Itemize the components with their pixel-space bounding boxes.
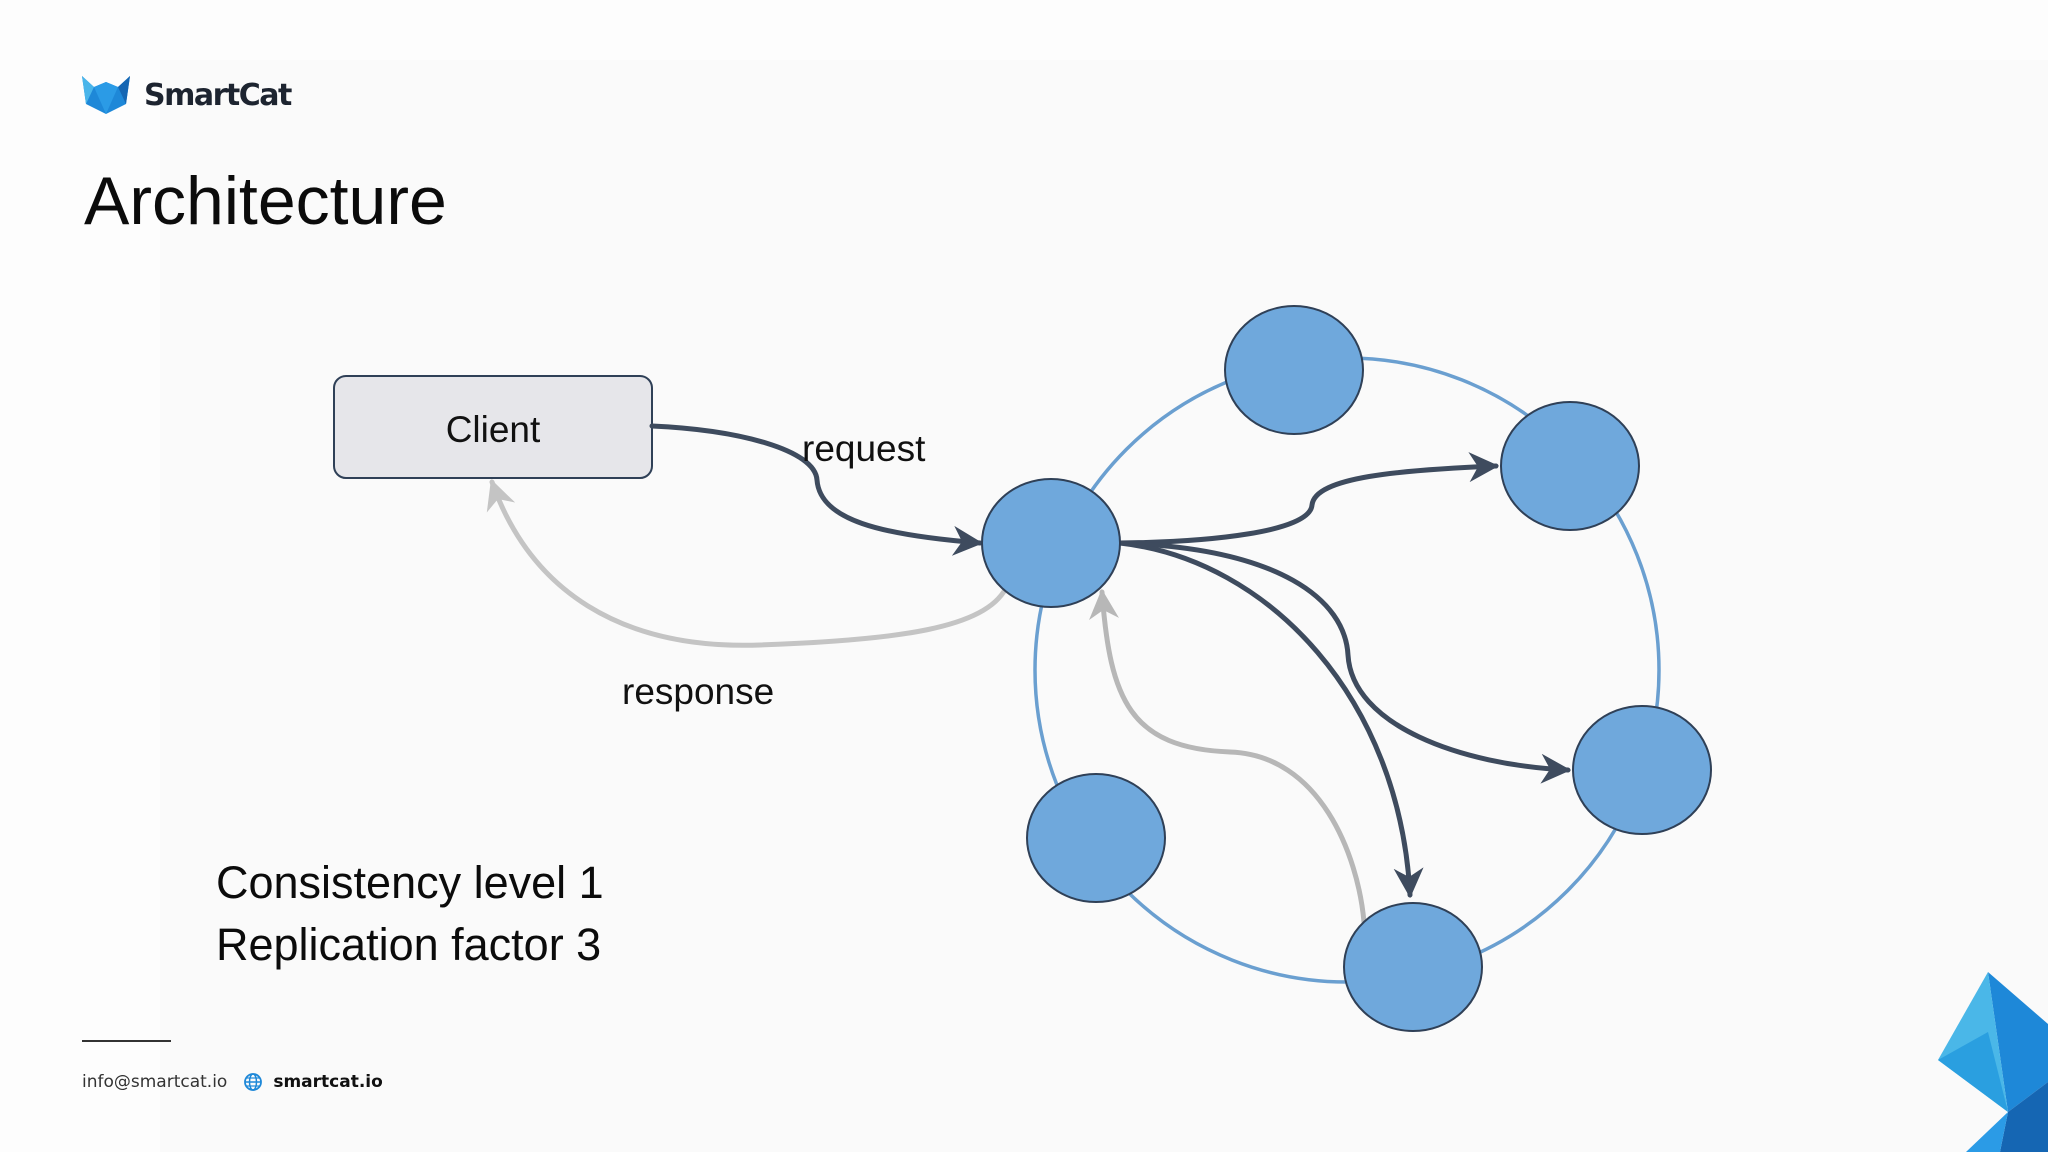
footer-website[interactable]: smartcat.io <box>273 1072 383 1092</box>
replica-ack-arrow <box>1089 589 1367 925</box>
replication-arrow-3 <box>1117 540 1424 898</box>
request-label: request <box>802 428 926 469</box>
brand-logo: SmartCat <box>80 74 292 116</box>
response-label: response <box>622 671 774 712</box>
brand-name: SmartCat <box>144 77 292 113</box>
footer-email[interactable]: info@smartcat.io <box>82 1072 228 1092</box>
cluster-node <box>1224 305 1364 435</box>
footer-divider <box>82 1040 171 1042</box>
request-arrow <box>649 423 983 556</box>
replication-arrow-1 <box>1117 452 1499 546</box>
settings-text: Consistency level 1 Replication factor 3 <box>216 852 604 976</box>
cluster-node <box>1343 902 1483 1032</box>
replication-factor: Replication factor 3 <box>216 919 602 970</box>
replication-arrow-2 <box>1117 540 1571 784</box>
page-title: Architecture <box>84 163 447 239</box>
coordinator-node <box>981 478 1121 608</box>
response-arrow <box>486 479 1009 648</box>
cluster-node <box>1500 401 1640 531</box>
cluster-node <box>1572 705 1712 835</box>
consistency-level: Consistency level 1 <box>216 857 604 908</box>
corner-triangles-decoration <box>1938 972 2048 1152</box>
footer: info@smartcat.io smartcat.io <box>82 1072 383 1092</box>
smartcat-logo-icon <box>82 76 130 114</box>
globe-icon <box>243 1072 263 1092</box>
client-label: Client <box>446 409 541 450</box>
cluster-node <box>1026 773 1166 903</box>
